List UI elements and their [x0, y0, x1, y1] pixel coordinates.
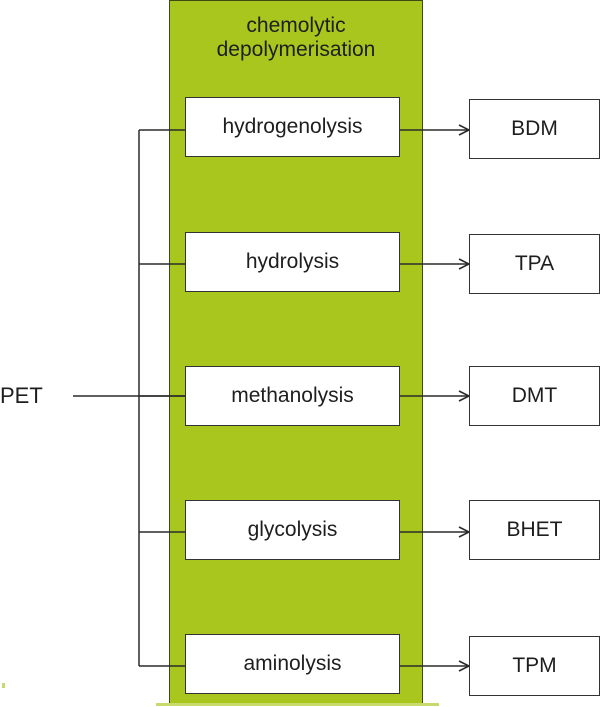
- product-box-tpm: TPM: [469, 636, 600, 696]
- panel-title: chemolytic depolymerisation: [169, 14, 423, 62]
- process-box-hydrolysis: hydrolysis: [185, 232, 400, 292]
- product-label: TPM: [512, 654, 557, 677]
- product-box-dmt: DMT: [469, 366, 600, 426]
- process-label: hydrolysis: [245, 250, 340, 273]
- process-label: hydrogenolysis: [222, 115, 363, 138]
- product-box-tpa: TPA: [469, 234, 600, 294]
- panel-title-line-1: chemolytic: [246, 14, 346, 37]
- process-label: glycolysis: [247, 518, 338, 541]
- product-box-bdm: BDM: [469, 99, 600, 159]
- product-label: TPA: [514, 252, 555, 275]
- decorative-mark: [2, 683, 5, 688]
- process-box-glycolysis: glycolysis: [185, 500, 400, 560]
- process-box-hydrogenolysis: hydrogenolysis: [185, 97, 400, 157]
- product-box-bhet: BHET: [469, 500, 600, 560]
- panel-title-line-2: depolymerisation: [216, 38, 376, 61]
- process-label: aminolysis: [243, 652, 342, 675]
- process-box-aminolysis: aminolysis: [185, 634, 400, 694]
- decorative-edge: [156, 703, 439, 706]
- process-box-methanolysis: methanolysis: [185, 366, 400, 426]
- product-label: BHET: [506, 518, 563, 541]
- product-label: DMT: [511, 384, 558, 407]
- source-label-pet: PET: [0, 383, 43, 408]
- product-label: BDM: [511, 117, 558, 140]
- process-label: methanolysis: [231, 384, 354, 407]
